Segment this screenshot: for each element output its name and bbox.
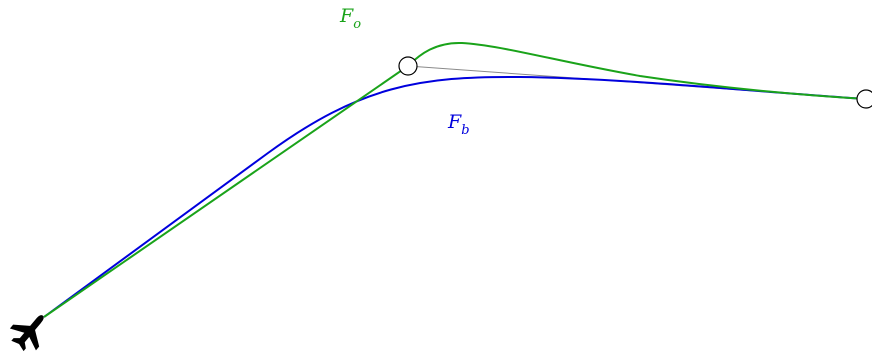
flown-path-label: Fo [339,5,361,32]
flown-path-curve [43,41,867,318]
airplane-icon [9,315,44,352]
waypoint-marker [398,56,418,76]
waypoint-marker [856,89,872,109]
bypass-path-label: Fb [447,111,470,138]
